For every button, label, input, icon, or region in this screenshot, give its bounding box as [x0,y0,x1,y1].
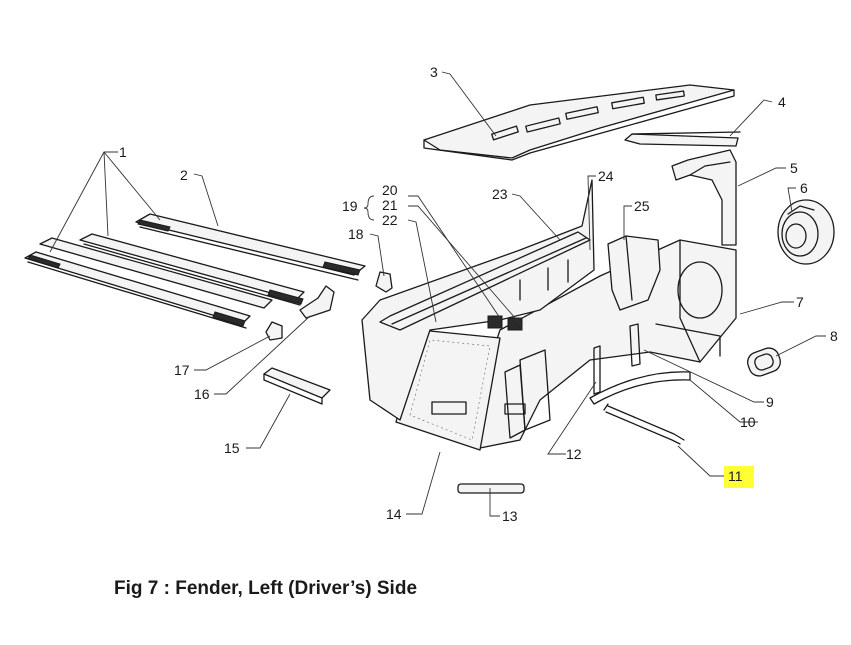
callout-3: 3 [430,64,438,80]
leader-lines [49,71,826,517]
part-9-strip [629,323,641,367]
part-4-channel [624,131,741,147]
callout-7: 7 [796,294,804,310]
part-15-bracket [263,367,331,405]
part-13-bar [457,483,525,494]
callout-1: 1 [119,144,127,160]
callout-4: 4 [778,94,786,110]
callout-10: 10 [740,414,756,430]
callout-13: 13 [502,508,518,524]
callout-12: 12 [566,446,582,462]
callout-11-highlight [724,466,754,488]
callout-5: 5 [790,160,798,176]
callout-17: 17 [174,362,190,378]
callout-6: 6 [800,180,808,196]
callout-15: 15 [224,440,240,456]
part-5-corner-brace [671,149,737,246]
part-8-bezel [747,347,781,377]
part-25-pillar [607,235,661,311]
part-10-wheel-arch-trim [589,371,691,405]
part-1-sill-rails [24,233,305,329]
figure-caption: Fig 7 : Fender, Left (Driver’s) Side [114,578,418,599]
callout-23: 23 [492,186,508,202]
callout-24: 24 [598,168,614,184]
callout-18: 18 [348,226,364,242]
callout-19: 19 [342,198,358,214]
part-6-lamp-housing [777,199,835,265]
callout-22: 22 [382,212,398,228]
part-16-bracket [299,285,335,319]
callout-9: 9 [766,394,774,410]
part-18-bracket [375,271,393,293]
part-11-support-rod [603,403,685,445]
part-3-floor-panel [423,84,735,161]
part-17-bracket [265,321,283,341]
part-7-fender-panel [469,239,737,449]
callout-14: 14 [386,506,402,522]
callout-20: 20 [382,182,398,198]
callout-2: 2 [180,167,188,183]
part-20-22-clips [487,315,523,331]
callout-16: 16 [194,386,210,402]
callout-11: 11 [728,468,743,484]
callout-21: 21 [382,197,398,213]
part-2-sill-rail [135,213,366,281]
part-24-outer-panel [361,179,595,421]
callout-8: 8 [830,328,838,344]
callout-labels: 1 2 3 4 5 6 7 8 9 10 11 12 13 14 15 16 1… [119,64,838,524]
callout-25: 25 [634,198,650,214]
part-12-strip [593,345,601,395]
